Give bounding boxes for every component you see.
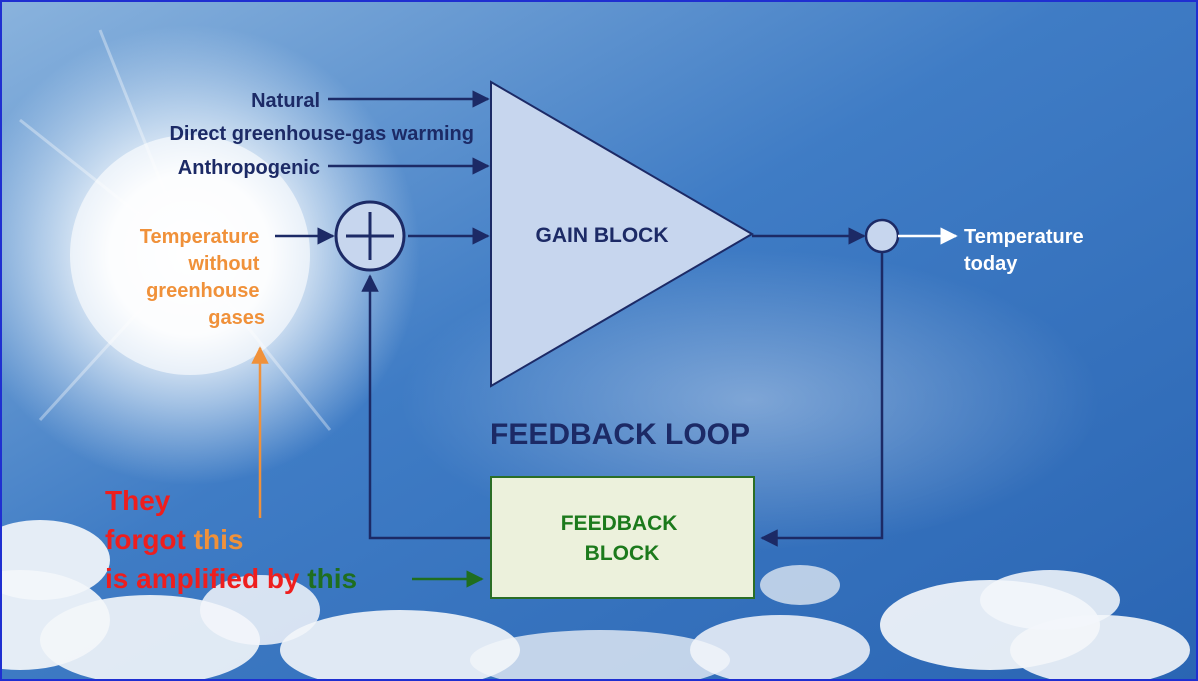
anthropogenic-label: Anthropogenic (178, 157, 320, 179)
direct-ghg-label: Direct greenhouse-gas warming (169, 123, 474, 145)
annotation-line1: They (105, 485, 171, 516)
annotation: They forgot this is amplified by this (105, 485, 484, 594)
feedback-path-left (361, 274, 491, 540)
temperature-without-ghg-label: Temperature without greenhouse gases (140, 226, 265, 329)
branch-node (864, 218, 900, 254)
annotation-line3: is amplified by this (105, 563, 357, 594)
clouds (0, 520, 1190, 681)
input-arrows (275, 90, 490, 245)
temperature-today-label: Temperature today (964, 226, 1089, 275)
annotation-line2: forgot this (105, 524, 243, 555)
feedback-block-label: FEEDBACK BLOCK (561, 512, 684, 565)
summing-junction (334, 200, 406, 272)
sun-glow (0, 25, 420, 485)
natural-label: Natural (251, 90, 320, 112)
feedback-loop-title: FEEDBACK LOOP (490, 418, 750, 451)
feedback-block-box (490, 476, 755, 599)
gain-block-triangle (490, 80, 754, 388)
gain-block-label: GAIN BLOCK (536, 224, 669, 247)
feedback-path-right (760, 252, 884, 547)
